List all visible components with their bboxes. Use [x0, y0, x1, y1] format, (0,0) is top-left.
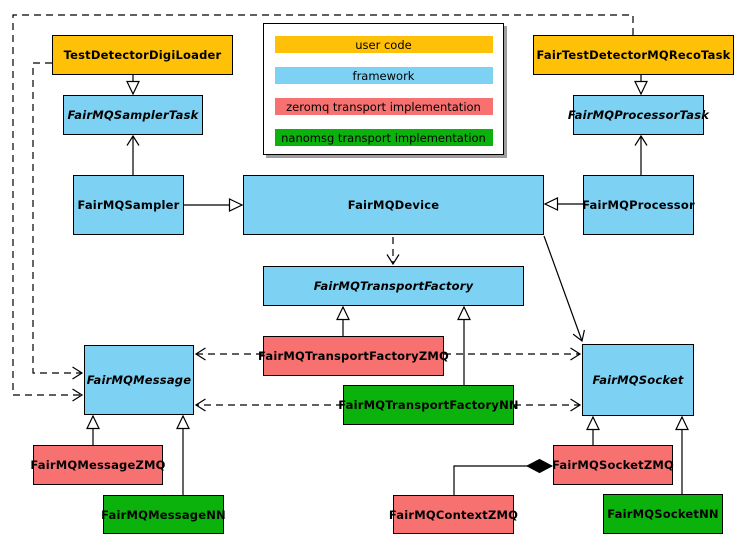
legend-framework-label: framework: [352, 68, 415, 83]
node-test-detector-digi-loader: TestDetectorDigiLoader: [52, 35, 233, 75]
node-fairmq-message-zmq: FairMQMessageZMQ: [30, 445, 165, 485]
node-fairmq-device: FairMQDevice: [243, 175, 544, 235]
legend-nanomsg: nanomsg transport implementation: [274, 129, 493, 146]
legend-nanomsg-label: nanomsg transport implementation: [281, 130, 486, 145]
node-fairmq-transport-factory-zmq: FairMQTransportFactoryZMQ: [258, 336, 449, 376]
dependency-edges: [12, 14, 634, 412]
node-fairmq-sampler: FairMQSampler: [73, 175, 184, 235]
inheritance-edges: [86, 75, 689, 495]
legend-user-code-label: user code: [355, 37, 412, 52]
legend-zeromq-label: zeromq transport implementation: [286, 99, 481, 114]
node-fairmq-processor-task: FairMQProcessorTask: [568, 95, 709, 135]
node-fairmq-transport-factory: FairMQTransportFactory: [263, 266, 524, 306]
legend: user code framework zeromq transport imp…: [263, 23, 504, 155]
legend-user-code: user code: [274, 36, 493, 53]
edge-digiloader-message: [32, 62, 84, 380]
node-fairmq-processor: FairMQProcessor: [582, 175, 695, 235]
edge-recotask-message: [12, 14, 634, 402]
node-fairmq-transport-factory-nn: FairMQTransportFactoryNN: [338, 385, 519, 425]
node-fairmq-socket: FairMQSocket: [582, 344, 694, 416]
node-fairmq-socket-zmq: FairMQSocketZMQ: [552, 445, 674, 485]
node-fair-test-detector-mq-reco-task: FairTestDetectorMQRecoTask: [533, 35, 734, 75]
node-fairmq-socket-nn: FairMQSocketNN: [603, 494, 723, 534]
legend-zeromq: zeromq transport implementation: [274, 98, 493, 115]
legend-framework: framework: [274, 67, 493, 84]
node-fairmq-message-nn: FairMQMessageNN: [101, 495, 226, 534]
edge-device-socket: [543, 235, 585, 343]
association-edges: [126, 134, 648, 343]
composition-edges: [453, 466, 552, 495]
node-fairmq-sampler-task: FairMQSamplerTask: [63, 95, 203, 135]
node-fairmq-message: FairMQMessage: [84, 345, 194, 415]
edge-contextzmq-socketzmq: [453, 466, 552, 495]
node-fairmq-context-zmq: FairMQContextZMQ: [389, 495, 518, 534]
